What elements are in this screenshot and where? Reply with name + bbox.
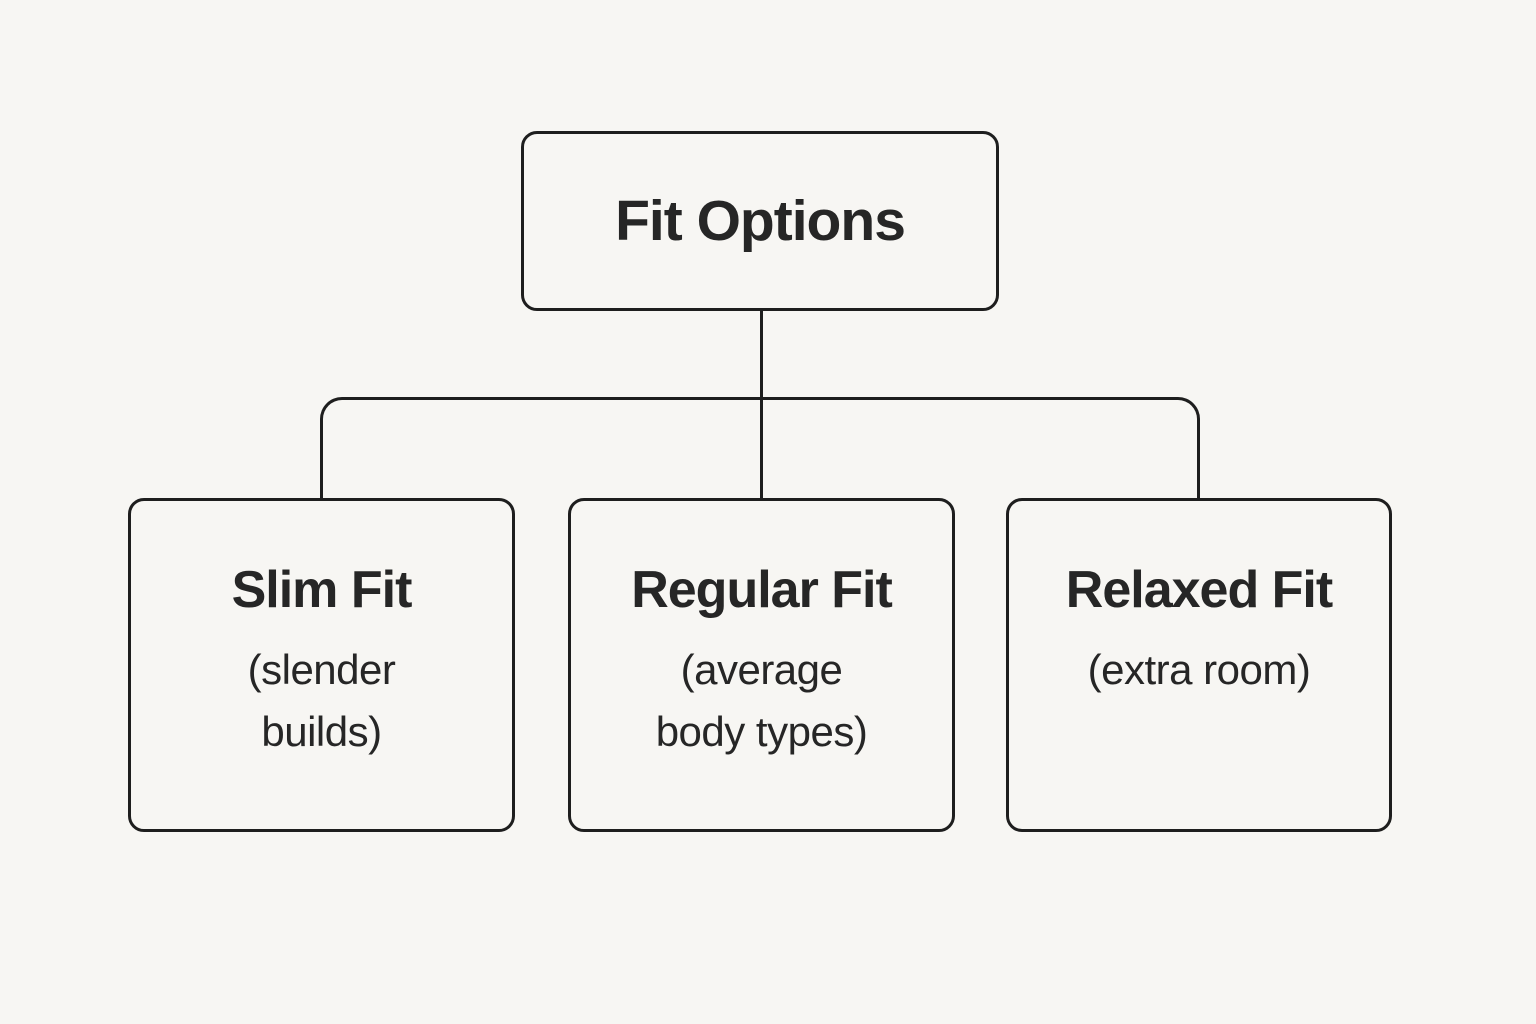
connector-bracket	[320, 397, 1200, 500]
node-title: Slim Fit	[231, 561, 413, 619]
node-subtitle: (extra room)	[1087, 645, 1311, 693]
node-slim-fit: Slim Fit (slender builds)	[128, 498, 515, 832]
node-fit-options: Fit Options	[521, 131, 999, 311]
connector-stem	[760, 311, 763, 500]
node-title: Relaxed Fit	[1065, 561, 1333, 619]
node-subtitle: (average body types)	[655, 645, 868, 755]
node-title: Regular Fit	[631, 561, 893, 619]
node-relaxed-fit: Relaxed Fit (extra room)	[1006, 498, 1392, 832]
node-subtitle: (slender builds)	[247, 645, 396, 755]
node-title: Fit Options	[615, 189, 906, 253]
node-regular-fit: Regular Fit (average body types)	[568, 498, 955, 832]
